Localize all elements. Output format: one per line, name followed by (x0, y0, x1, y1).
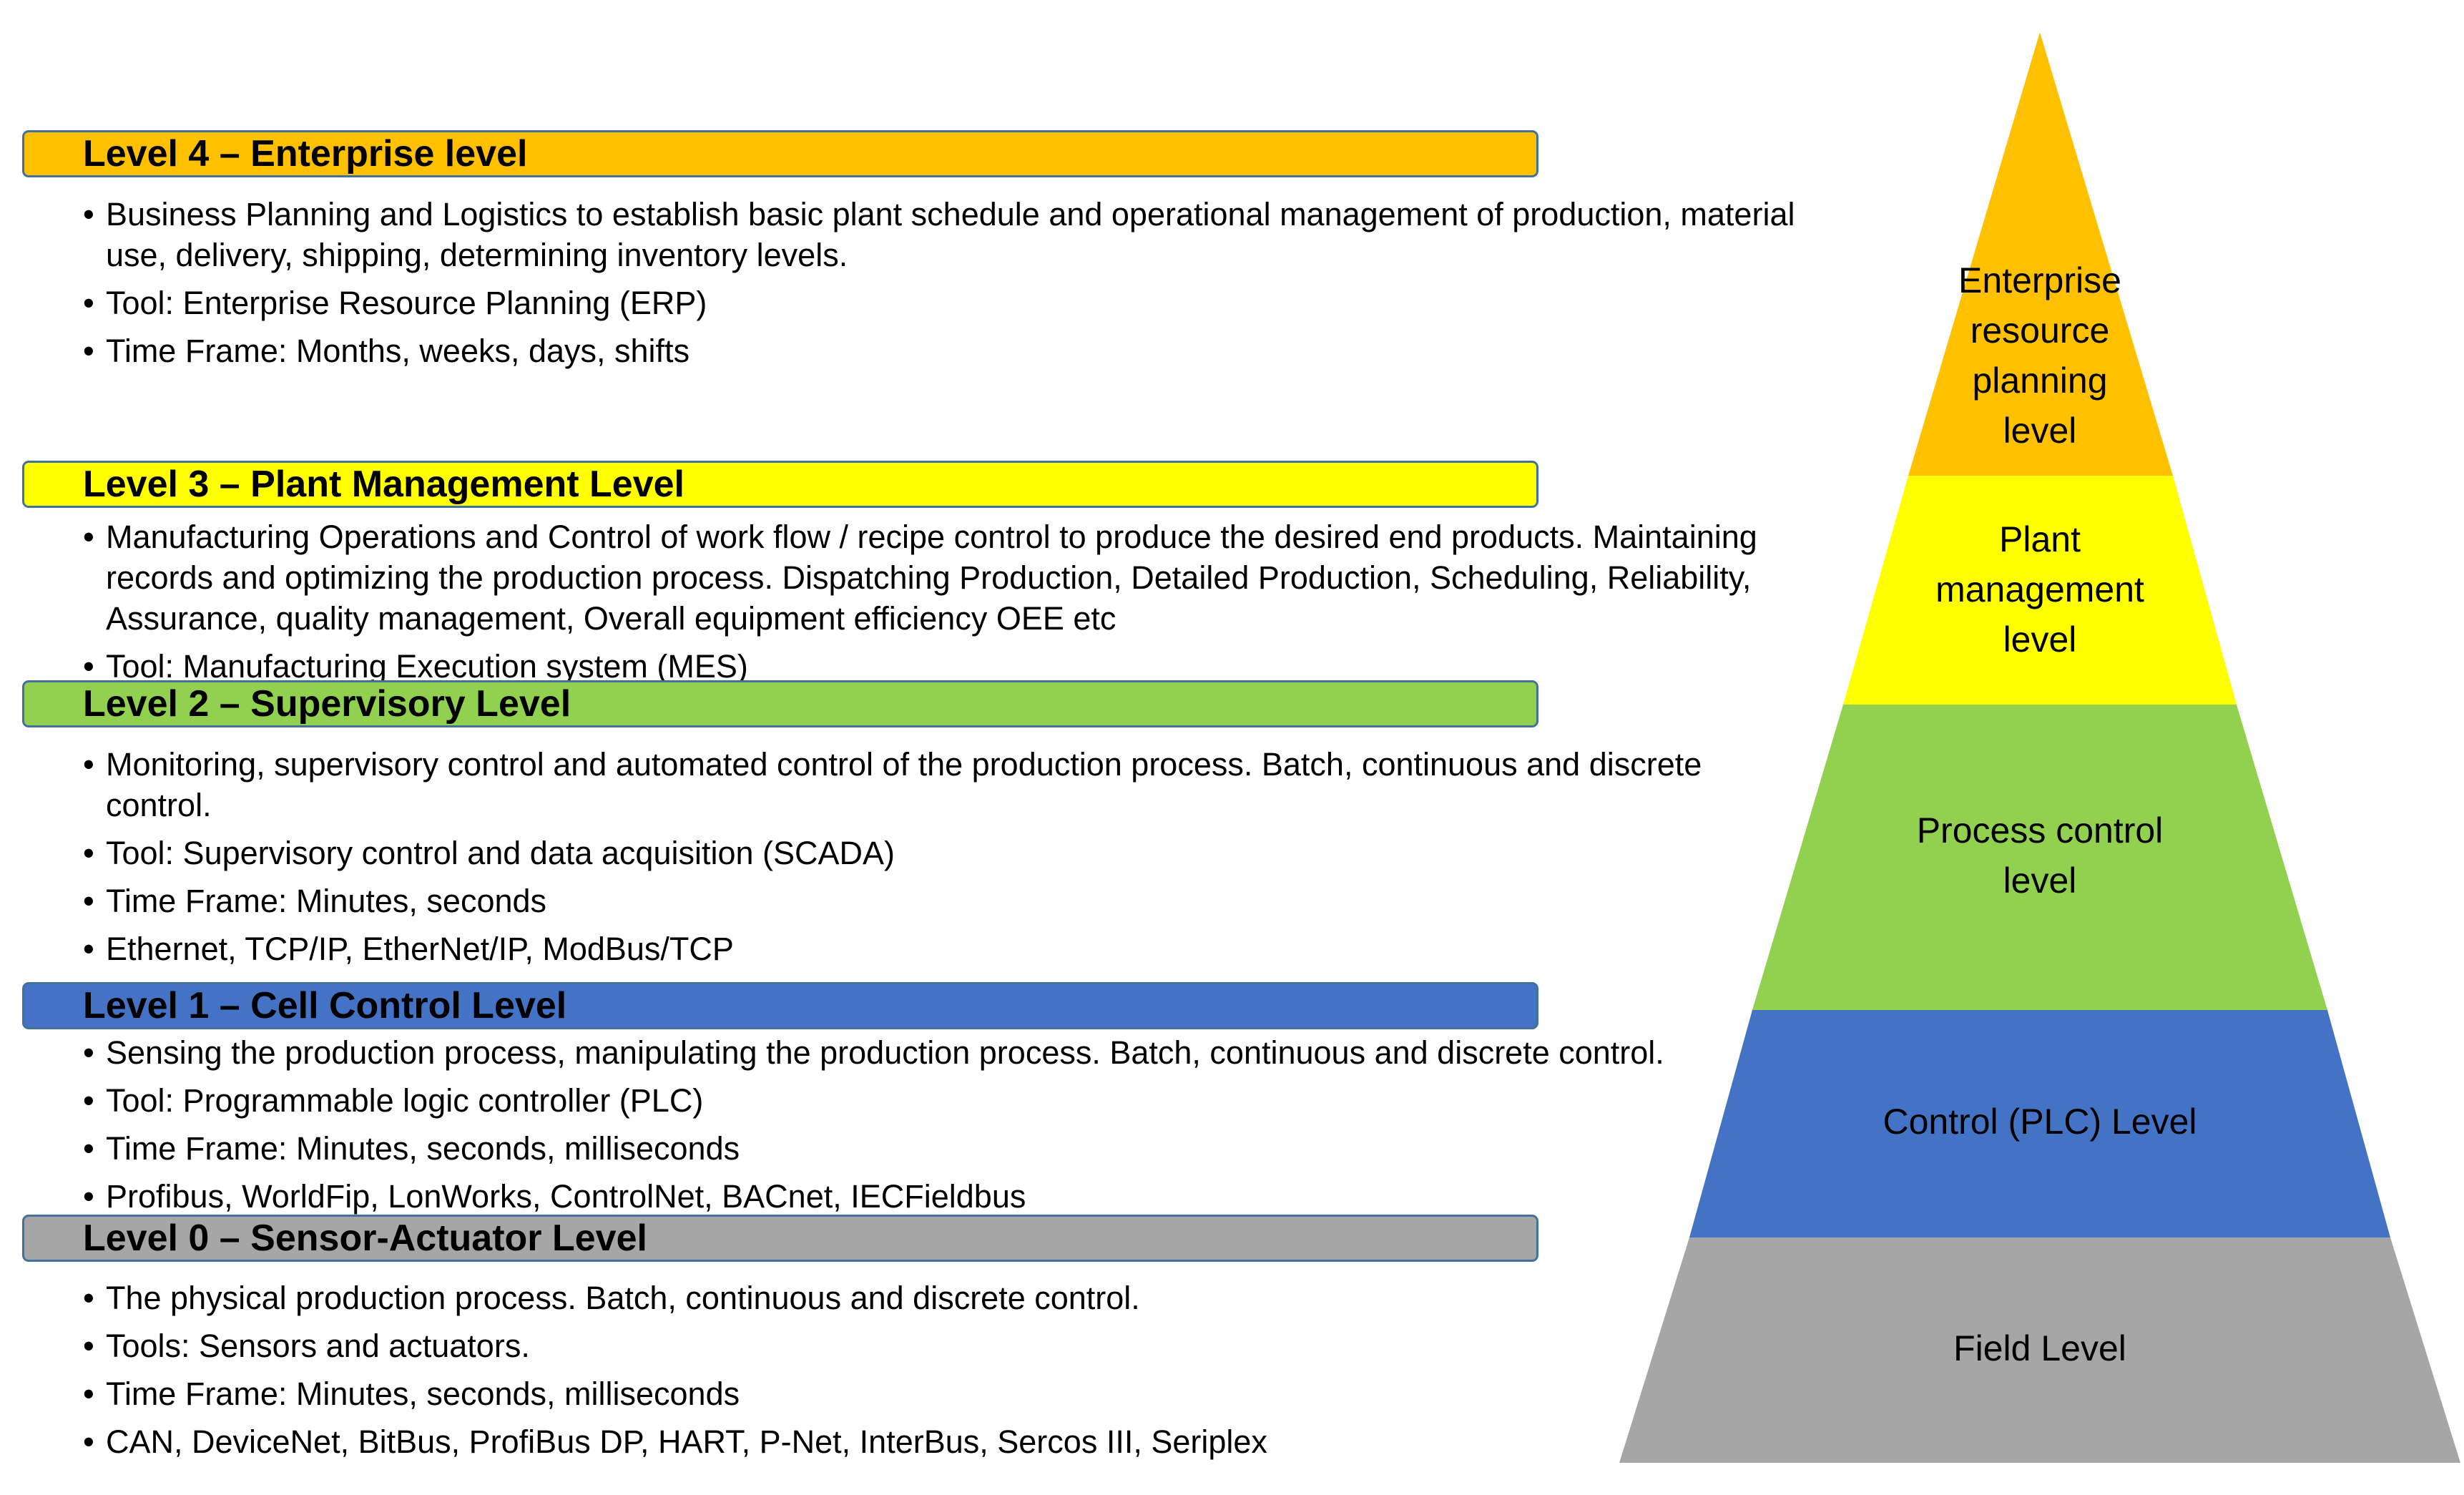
level-0-title: Level 0 – Sensor-Actuator Level (83, 1217, 647, 1259)
level-4-title: Level 4 – Enterprise level (83, 133, 528, 175)
bullet-item: Tool: Programmable logic controller (PLC… (83, 1080, 1914, 1121)
level-2-title: Level 2 – Supervisory Level (83, 683, 571, 725)
bullet-item: Tool: Manufacturing Execution system (ME… (83, 646, 1914, 687)
bullet-item: CAN, DeviceNet, BitBus, ProfiBus DP, HAR… (83, 1421, 1914, 1462)
pyramid-tier-enterprise (1908, 32, 2173, 476)
level-3-bullets: Manufacturing Operations and Control of … (83, 516, 1914, 694)
pyramid-label-control: Control (PLC) Level (1883, 1102, 2197, 1142)
bullet-item: Business Planning and Logistics to estab… (83, 194, 1914, 275)
level-2-header: Level 2 – Supervisory Level (22, 680, 1538, 727)
level-2-bullets: Monitoring, supervisory control and auto… (83, 744, 1914, 976)
pyramid-tier-plant (1843, 476, 2237, 705)
bullet-item: Ethernet, TCP/IP, EtherNet/IP, ModBus/TC… (83, 928, 1914, 969)
bullet-item: Time Frame: Minutes, seconds, millisecon… (83, 1373, 1914, 1414)
bullet-item: Manufacturing Operations and Control of … (83, 516, 1914, 639)
bullet-item: Profibus, WorldFip, LonWorks, ControlNet… (83, 1176, 1914, 1217)
pyramid-tier-field (1619, 1237, 2460, 1463)
level-1-title: Level 1 – Cell Control Level (83, 985, 567, 1026)
bullet-item: Sensing the production process, manipula… (83, 1032, 1914, 1073)
pyramid-tier-process (1752, 705, 2327, 1010)
bullet-item: Tool: Supervisory control and data acqui… (83, 833, 1914, 873)
bullet-item: Monitoring, supervisory control and auto… (83, 744, 1914, 825)
level-4-header: Level 4 – Enterprise level (22, 130, 1538, 177)
level-1-bullets: Sensing the production process, manipula… (83, 1032, 1914, 1224)
bullet-item: Time Frame: Minutes, seconds (83, 881, 1914, 921)
bullet-item: Time Frame: Months, weeks, days, shifts (83, 330, 1914, 371)
bullet-item: Tool: Enterprise Resource Planning (ERP) (83, 283, 1914, 323)
level-4-bullets: Business Planning and Logistics to estab… (83, 194, 1914, 378)
level-3-header: Level 3 – Plant Management Level (22, 461, 1538, 508)
bullet-item: Tools: Sensors and actuators. (83, 1325, 1914, 1366)
bullet-item: The physical production process. Batch, … (83, 1278, 1914, 1318)
level-0-header: Level 0 – Sensor-Actuator Level (22, 1215, 1538, 1262)
pyramid-tier-control (1689, 1010, 2390, 1237)
level-1-header: Level 1 – Cell Control Level (22, 982, 1538, 1029)
level-0-bullets: The physical production process. Batch, … (83, 1278, 1914, 1469)
bullet-item: Time Frame: Minutes, seconds, millisecon… (83, 1128, 1914, 1169)
level-3-title: Level 3 – Plant Management Level (83, 464, 684, 505)
pyramid-label-field: Field Level (1953, 1328, 2126, 1368)
